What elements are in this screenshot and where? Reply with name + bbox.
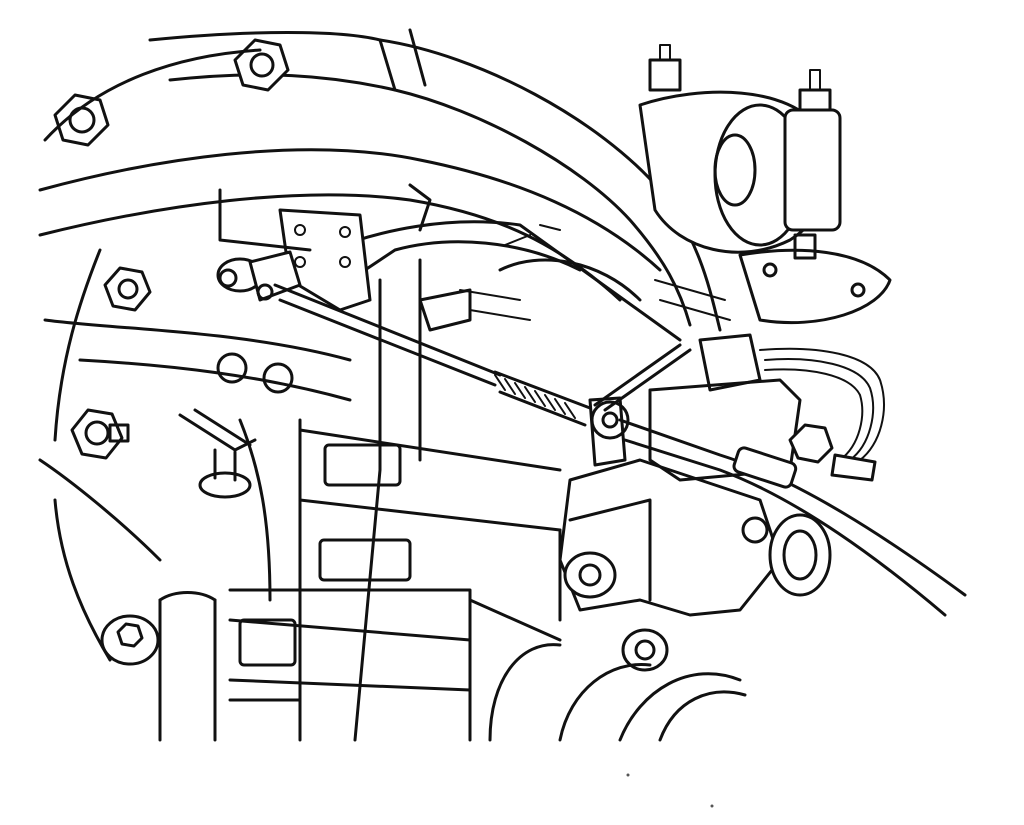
bolt-left-lower	[100, 614, 160, 666]
solenoid-assembly	[638, 44, 892, 325]
lower-covers	[488, 643, 747, 742]
speck	[626, 773, 630, 777]
bolt-left-middle	[70, 408, 130, 460]
upper-hose-assembly	[38, 28, 731, 332]
bolt-left-upper	[103, 266, 152, 312]
governor-assembly	[558, 333, 832, 617]
bolt-lower-right	[621, 628, 669, 672]
stud-pair	[216, 352, 294, 394]
left-body-outline	[43, 48, 432, 662]
drain-lever	[178, 408, 257, 499]
linkage-bracket	[216, 208, 372, 312]
housing-bolts	[53, 38, 669, 672]
speck	[710, 804, 714, 808]
control-cable	[618, 418, 967, 617]
wiring-harness	[759, 347, 885, 482]
throttle-linkage-rod	[273, 283, 592, 427]
bolt-top-left	[53, 93, 110, 147]
bolt-top-center	[233, 38, 290, 92]
